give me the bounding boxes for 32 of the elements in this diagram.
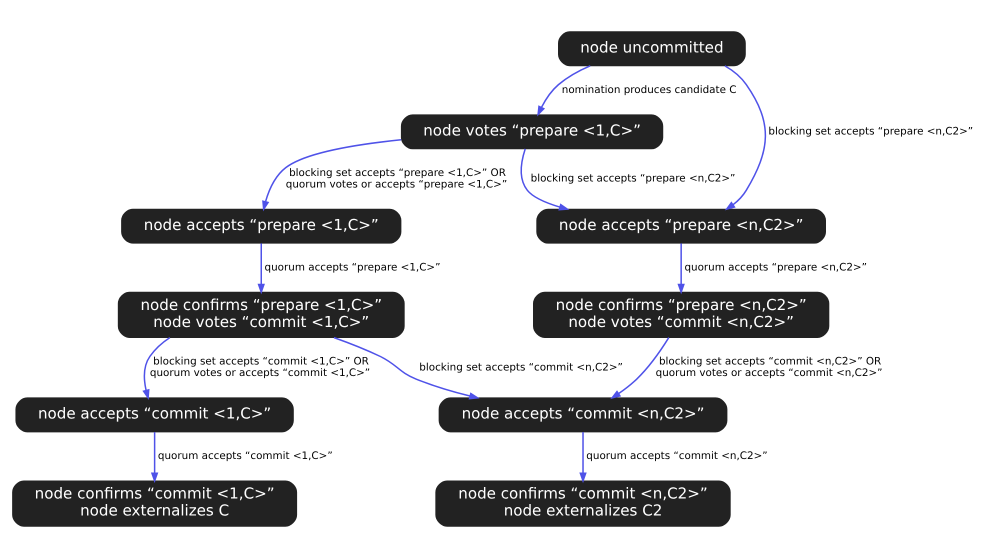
edge-label: blocking set accepts “commit <n,C2>” bbox=[419, 360, 623, 373]
edge-label: quorum accepts “prepare <n,C2>” bbox=[684, 260, 867, 273]
arrow bbox=[258, 242, 265, 294]
arrow bbox=[677, 242, 685, 294]
arrow bbox=[142, 336, 170, 400]
arrow bbox=[334, 336, 480, 400]
arrow bbox=[724, 64, 766, 210]
edge-label: blocking set accepts “commit <n,C2>” OR quorum votes or accepts “commit <n,C2>” bbox=[656, 355, 883, 379]
node-box: node confirms “prepare <n,C2>” node votes “commit <n,C2>” bbox=[533, 291, 830, 338]
node-box: node uncommitted bbox=[558, 30, 746, 66]
arrow bbox=[537, 64, 591, 116]
arrow bbox=[579, 432, 587, 483]
node-box: node votes “prepare <1,C>” bbox=[400, 114, 664, 149]
edge-label: quorum accepts “prepare <1,C>” bbox=[264, 260, 440, 273]
arrow bbox=[610, 336, 670, 399]
node-box: node accepts “prepare <n,C2>” bbox=[536, 208, 826, 244]
node-box: node accepts “commit <1,C>” bbox=[15, 396, 294, 432]
edge-label: blocking set accepts “prepare <n,C2>” bbox=[768, 124, 974, 137]
node-box: node confirms “commit <1,C>” node externalizes C bbox=[12, 480, 298, 526]
edge-label: nomination produces candidate C bbox=[562, 83, 736, 96]
edge-label: blocking set accepts “prepare <1,C>” OR quorum votes or accepts “prepare <1,C>” bbox=[286, 166, 508, 190]
node-box: node accepts “prepare <1,C>” bbox=[121, 208, 402, 244]
edge-label: blocking set accepts “commit <1,C>” OR quorum votes or accepts “commit <1,C>” bbox=[150, 355, 370, 379]
node-box: node accepts “commit <n,C2>” bbox=[438, 396, 728, 432]
node-box: node confirms “prepare <1,C>” node votes “commit <1,C>” bbox=[118, 291, 405, 338]
edge-label: blocking set accepts “prepare <n,C2>” bbox=[530, 172, 736, 184]
arrow bbox=[520, 148, 570, 210]
arrow bbox=[262, 138, 402, 211]
arrow bbox=[150, 432, 158, 483]
node-box: node confirms “commit <n,C2>” node externalizes C2 bbox=[435, 480, 731, 526]
edge-label: quorum accepts “commit <1,C>” bbox=[158, 450, 333, 462]
edge-label: quorum accepts “commit <n,C2>” bbox=[586, 450, 768, 462]
